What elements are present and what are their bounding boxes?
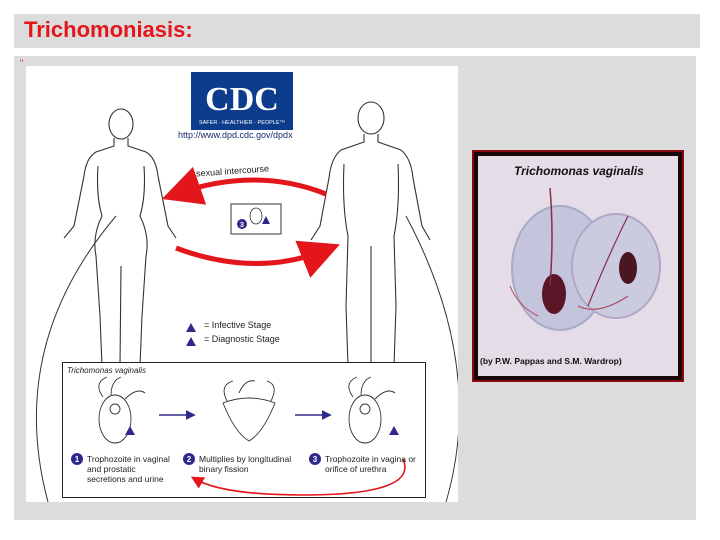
- female-figure: [63, 108, 177, 367]
- content-area: " CDC SAFER · HEALTHIER · PEOPLE™ http:/…: [14, 56, 696, 520]
- diagnostic-stage-icon: [125, 426, 135, 435]
- step-3-number: 3: [313, 455, 318, 464]
- legend-infective: = Infective Stage: [204, 320, 272, 330]
- micrograph-title: Trichomonas vaginalis: [514, 164, 644, 178]
- title-bar: Trichomoniasis:: [14, 14, 700, 48]
- cdc-url: http://www.dpd.cdc.gov/dpdx: [178, 130, 293, 140]
- trichomonas-inset: Trichomonas vaginalis: [62, 362, 426, 498]
- male-figure: [310, 101, 431, 367]
- step-3-icon: [309, 453, 321, 465]
- transmission-arrow-top: [161, 166, 327, 205]
- cdc-logo-letters: CDC: [205, 81, 279, 118]
- infective-stage-icon: [389, 426, 399, 435]
- inset-return-arrow: [190, 458, 406, 496]
- trophozoite-1: [98, 376, 146, 444]
- trophozoite-3: [348, 376, 396, 444]
- micrograph-credit: (by P.W. Pappas and S.M. Wardrop): [480, 356, 622, 366]
- step-2-icon: [183, 453, 195, 465]
- diagnostic-marker-icon: [186, 337, 196, 346]
- micrograph-illustration: [478, 156, 678, 376]
- life-cycle-diagram: CDC SAFER · HEALTHIER · PEOPLE™ http://w…: [26, 66, 458, 502]
- center-box-step-number: 3: [240, 222, 244, 229]
- male-curve: [405, 215, 458, 502]
- center-stage-box: 3: [230, 203, 282, 235]
- legend: = Infective Stage = Diagnostic Stage: [192, 318, 280, 346]
- life-cycle-illustration: 3: [35, 101, 458, 502]
- transmission-arrow-bottom: [175, 240, 340, 278]
- micrograph-image: Trichomonas vaginalis (by P.W. Pappas an…: [478, 156, 678, 376]
- female-curve: [35, 215, 117, 502]
- cdc-logo: CDC SAFER · HEALTHIER · PEOPLE™: [191, 72, 293, 130]
- inset-title: Trichomonas vaginalis: [67, 366, 146, 375]
- step-2-number: 2: [187, 455, 192, 464]
- infective-marker-icon: [186, 323, 196, 332]
- slide-title: Trichomoniasis:: [24, 17, 193, 42]
- step-1-icon: [71, 453, 83, 465]
- step-2-text: Multiplies by longitudinal binary fissio…: [199, 454, 292, 474]
- step-3-text: Trophozoite in vagina or orifice of uret…: [325, 454, 416, 474]
- cdc-logo-tagline: SAFER · HEALTHIER · PEOPLE™: [199, 120, 285, 126]
- step-1-text: Trophozoite in vaginal and prostatic sec…: [87, 454, 170, 484]
- binary-fission: [222, 380, 276, 442]
- quote-mark: ": [20, 58, 24, 68]
- step-1-number: 1: [75, 455, 80, 464]
- inset-illustration: 1 2 3: [71, 376, 406, 496]
- legend-diagnostic: = Diagnostic Stage: [204, 334, 280, 344]
- micrograph-frame: Trichomonas vaginalis (by P.W. Pappas an…: [472, 150, 684, 382]
